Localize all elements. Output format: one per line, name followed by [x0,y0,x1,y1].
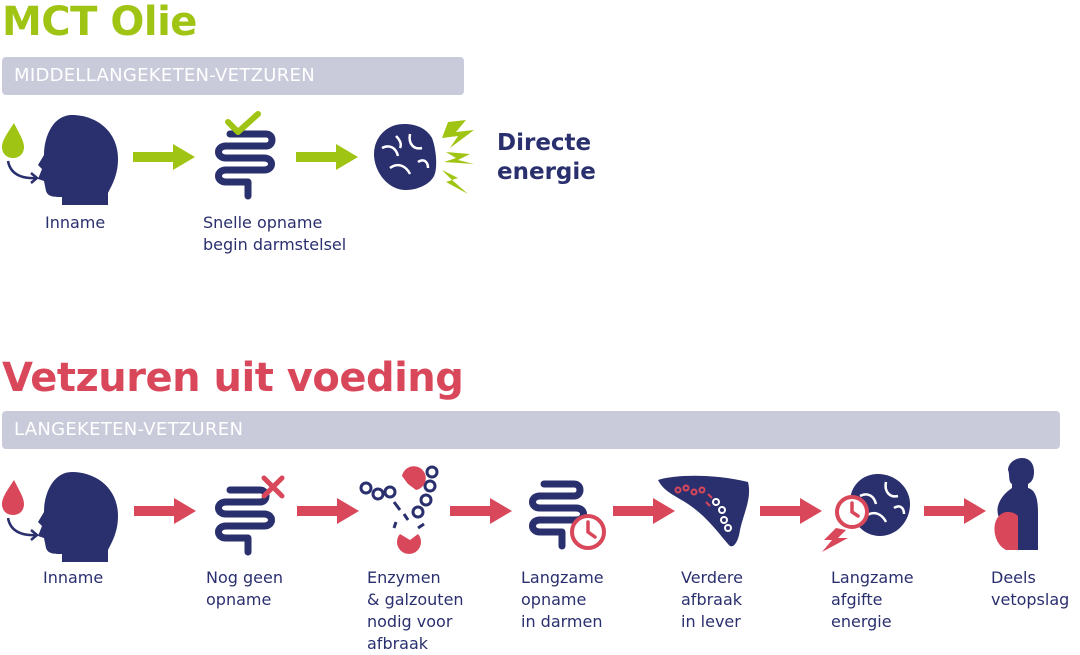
food-step-5-label: Verdere afbraak in lever [681,568,743,631]
molecule-chain-icon [359,465,439,554]
body-fat-storage-icon [994,458,1038,550]
mct-title: MCT Olie [2,0,197,45]
food-step-7-label: Deels vetopslag [991,568,1070,609]
brain-clock-icon [822,474,910,552]
arrow-icon [134,498,196,524]
mct-step-1-label: Inname [45,213,106,232]
arrow-icon [297,498,359,524]
head-with-oil-drop-icon [2,472,118,562]
arrow-icon [924,498,986,524]
food-banner: LANGEKETEN-VETZUREN [2,411,1060,449]
food-step-1-label: Inname [43,568,104,587]
food-step-3-label: Enzymen & galzouten nodig voor afbraak [367,568,464,653]
mct-banner: MIDDELLANGEKETEN-VETZUREN [2,57,464,95]
food-step-2-label: Nog geen opname [206,568,283,609]
food-step-4-label: Langzame opname in darmen [521,568,604,631]
arrow-icon [613,498,675,524]
mct-step-2-label: Snelle opname begin darmstelsel [203,213,347,254]
intestine-cross-icon [215,475,285,556]
intestine-clock-icon [529,480,606,550]
brain-energy-icon [374,120,474,194]
arrow-icon [133,144,195,170]
arrow-icon [760,498,822,524]
liver-icon [658,475,750,547]
mct-step-3-label: Directe energie [497,130,596,185]
food-title: Vetzuren uit voeding [2,355,464,401]
food-step-6-label: Langzame afgifte energie [831,568,914,631]
head-with-oil-drop-icon [2,115,118,205]
arrow-icon [450,498,512,524]
arrow-icon [296,144,358,170]
intestine-check-icon [215,111,276,200]
